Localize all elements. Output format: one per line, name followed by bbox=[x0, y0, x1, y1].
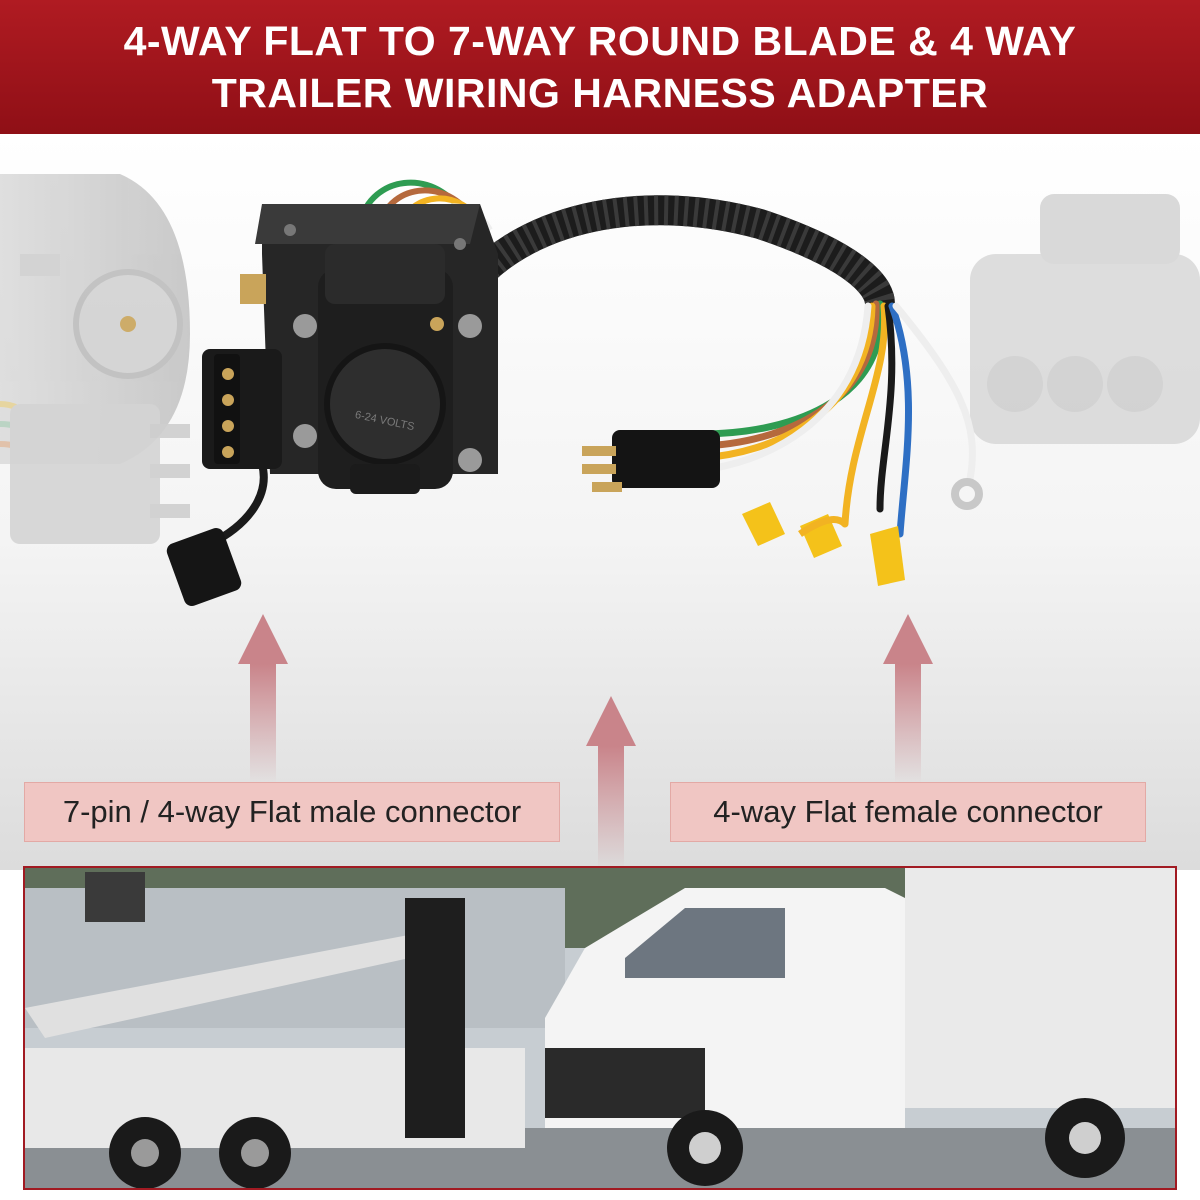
title-line-2: TRAILER WIRING HARNESS ADAPTER bbox=[211, 70, 989, 116]
label-male-connector-text: 7-pin / 4-way Flat male connector bbox=[62, 794, 522, 829]
arrow-center bbox=[586, 696, 636, 870]
tow-truck bbox=[25, 872, 525, 1188]
seven-way-socket: 6-24 VOLTS bbox=[318, 244, 453, 494]
title-banner: 4-WAY FLAT TO 7-WAY ROUND BLADE & 4 WAY … bbox=[0, 0, 1200, 134]
arrow-right bbox=[883, 614, 933, 784]
four-way-flat-female bbox=[582, 430, 720, 492]
four-way-flat-male bbox=[202, 274, 282, 469]
product-stage: 6-24 VOLTS bbox=[0, 134, 1200, 870]
faded-4way-plug-right bbox=[970, 194, 1200, 444]
arrow-left bbox=[238, 614, 288, 784]
corrugated-cable bbox=[465, 195, 895, 319]
dust-cap bbox=[166, 527, 242, 607]
label-female-connector-text: 4-way Flat female connector bbox=[713, 794, 1103, 829]
product-illustration: 6-24 VOLTS bbox=[0, 174, 1200, 870]
faded-4way-plug-left bbox=[0, 401, 190, 544]
label-male-connector: 7-pin / 4-way Flat male connector bbox=[24, 782, 560, 842]
faded-7pin-plug bbox=[0, 174, 190, 464]
terminals bbox=[742, 478, 983, 586]
label-female-connector: 4-way Flat female connector bbox=[670, 782, 1146, 842]
output-wires bbox=[696, 300, 976, 538]
title-line-1: 4-WAY FLAT TO 7-WAY ROUND BLADE & 4 WAY bbox=[123, 18, 1077, 64]
tow-truck-photo bbox=[23, 866, 1177, 1190]
tow-truck-scene bbox=[25, 868, 1175, 1188]
semi-truck bbox=[545, 868, 1175, 1186]
